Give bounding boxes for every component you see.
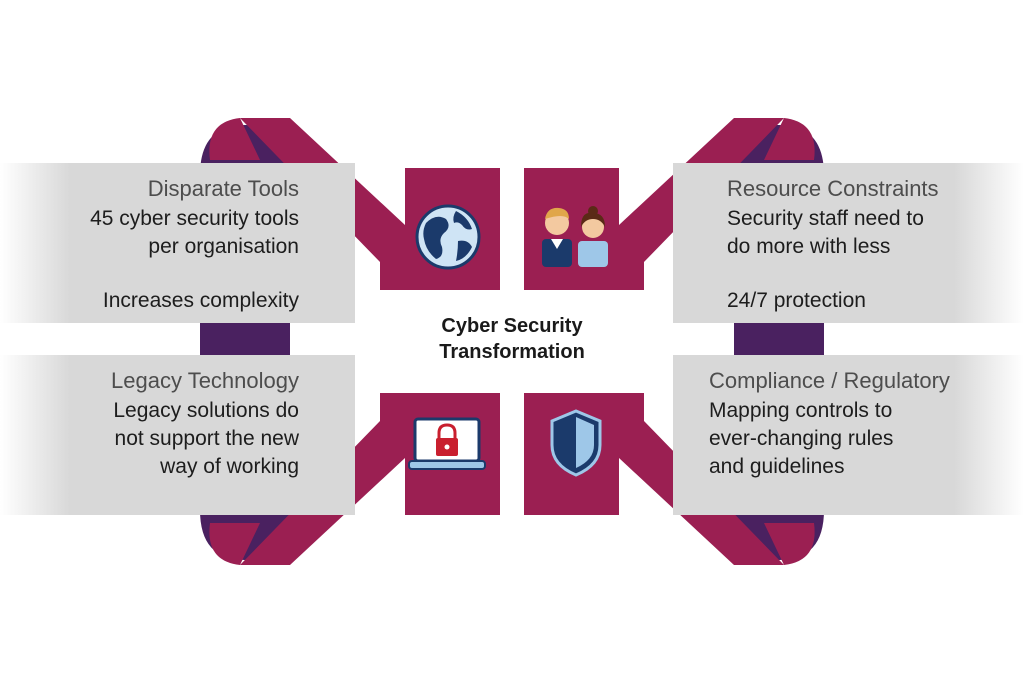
- shield-icon: [550, 409, 602, 477]
- people-icon: [542, 206, 608, 267]
- panel-disparate-tools: Disparate Tools 45 cyber security tools …: [0, 163, 355, 323]
- panel-title: Disparate Tools: [147, 176, 299, 201]
- panel-title: Compliance / Regulatory: [709, 368, 950, 393]
- panel-description: 45 cyber security tools per organisation: [90, 207, 299, 258]
- panel-title: Resource Constraints: [727, 176, 939, 201]
- globe-icon: [415, 204, 481, 270]
- panel-resource-constraints: Resource Constraints Security staff need…: [673, 163, 1024, 323]
- panel-description: Security staff need to do more with less: [727, 207, 924, 258]
- panel-title: Legacy Technology: [111, 368, 299, 393]
- panel-legacy-technology: Legacy Technology Legacy solutions do no…: [0, 355, 355, 515]
- panel-note: Increases complexity: [102, 289, 299, 312]
- laptop-lock-icon: [408, 417, 486, 470]
- panel-description: Mapping controls to ever-changing rules …: [709, 399, 894, 478]
- panel-note: 24/7 protection: [727, 289, 866, 312]
- panel-compliance-regulatory: Compliance / Regulatory Mapping controls…: [673, 355, 1024, 515]
- panel-description: Legacy solutions do not support the new …: [113, 399, 299, 478]
- center-title: Cyber Security Transformation: [439, 315, 585, 363]
